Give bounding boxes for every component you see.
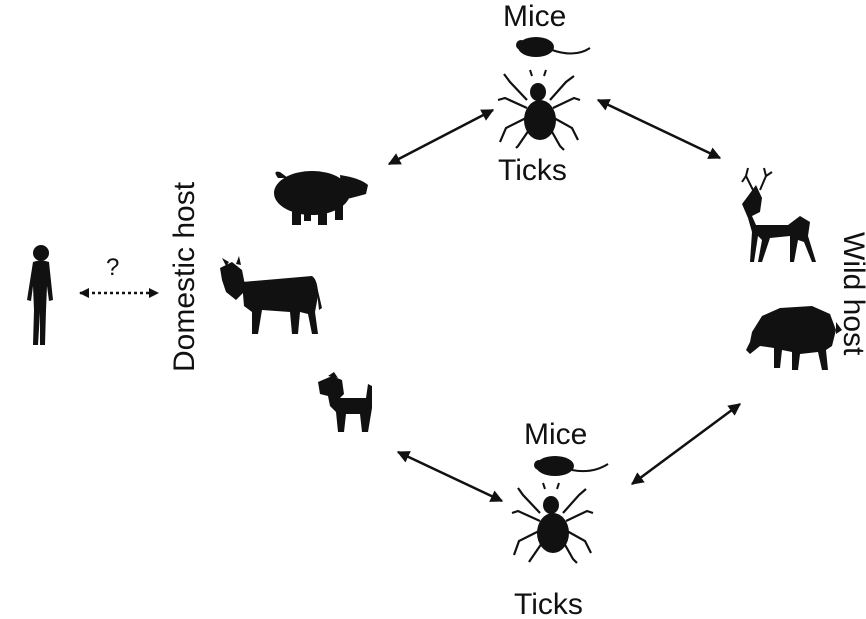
cow-icon: [220, 256, 322, 334]
ticks-top-label: Ticks: [498, 154, 567, 187]
ticks-bottom-label: Ticks: [514, 588, 583, 619]
arrow-pig-ticks: [387, 108, 495, 166]
boar-icon: [746, 306, 842, 370]
wild-host-label: Wild host: [837, 232, 866, 356]
arrow-dog-ticks: [396, 450, 504, 503]
human-icon: [27, 245, 53, 345]
question-label: ?: [106, 254, 120, 281]
domestic-host-label: Domestic host: [168, 181, 201, 372]
pig-icon: [274, 171, 368, 225]
tick-icon: [511, 482, 594, 564]
arrow-ticks-deer: [596, 98, 722, 160]
mice-top-label: Mice: [503, 0, 567, 33]
mouse-icon: [516, 37, 591, 57]
mice-bottom-label: Mice: [524, 418, 588, 451]
arrow-ticks-boar: [630, 402, 742, 486]
mouse-icon: [534, 456, 609, 476]
deer-icon: [741, 167, 816, 262]
tick-icon: [497, 69, 581, 151]
dog-icon: [318, 372, 372, 432]
